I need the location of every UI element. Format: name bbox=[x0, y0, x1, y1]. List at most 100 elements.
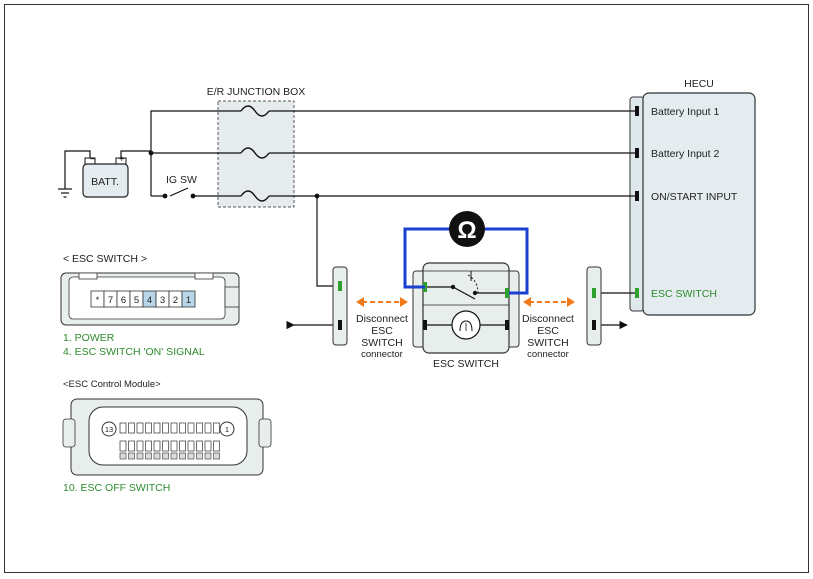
module-pin bbox=[119, 452, 127, 460]
hecu-label: HECU bbox=[684, 78, 714, 90]
connector-pin: 3 bbox=[155, 290, 170, 308]
ohm-icon bbox=[449, 211, 485, 247]
module-pin bbox=[119, 440, 127, 452]
pin-signal-label: 4. ESC SWITCH 'ON' SIGNAL bbox=[63, 346, 205, 358]
left-connector bbox=[332, 266, 348, 346]
module-pin bbox=[128, 440, 135, 452]
fuse-icon bbox=[240, 147, 270, 159]
module-pin bbox=[204, 452, 212, 460]
connector-pin: 1 bbox=[181, 290, 196, 308]
junction-dot bbox=[314, 193, 320, 199]
module-pin bbox=[170, 452, 178, 460]
module-pin bbox=[204, 440, 212, 452]
disconnect-arrow-left bbox=[356, 297, 408, 307]
battery: − + BATT. bbox=[82, 154, 129, 198]
module-pin bbox=[170, 422, 178, 434]
fuse-icon bbox=[240, 105, 270, 117]
connector-pin: 2 bbox=[168, 290, 183, 308]
module-pin-13-label: 13 bbox=[105, 425, 113, 434]
hecu-module: HECU Battery Input 1 Battery Input 2 ON/… bbox=[629, 78, 756, 316]
module-pin bbox=[153, 440, 161, 452]
module-pin bbox=[162, 440, 169, 452]
esc-module-header: <ESC Control Module> bbox=[63, 379, 161, 390]
module-pin bbox=[136, 452, 144, 460]
svg-text:7: 7 bbox=[108, 295, 113, 306]
module-pin bbox=[128, 422, 135, 434]
on-start-input-label: ON/START INPUT bbox=[651, 191, 738, 203]
ohmmeter: Ω bbox=[403, 211, 529, 295]
hecu-terminal bbox=[635, 106, 639, 116]
ohm-symbol: Ω bbox=[457, 217, 476, 244]
svg-text:SWITCH: SWITCH bbox=[527, 337, 568, 349]
svg-text:Disconnect: Disconnect bbox=[356, 313, 408, 325]
svg-text:connector: connector bbox=[527, 349, 569, 360]
esc-switch-caption: ESC SWITCH bbox=[433, 358, 499, 370]
svg-text:ESC: ESC bbox=[537, 325, 559, 337]
junction-dot bbox=[148, 150, 154, 156]
module-pin bbox=[179, 440, 186, 452]
module-pin bbox=[179, 422, 186, 434]
junction-box: E/R JUNCTION BOX bbox=[207, 86, 305, 208]
esc-switch-body bbox=[412, 262, 520, 354]
module-pin bbox=[162, 422, 169, 434]
right-connector bbox=[586, 266, 602, 346]
disconnect-arrow-right bbox=[523, 297, 575, 307]
wiring-diagram: HECU Battery Input 1 Battery Input 2 ON/… bbox=[58, 78, 756, 494]
ig-switch-contact bbox=[162, 193, 168, 199]
esc-switch-pin-label: ESC SWITCH bbox=[651, 288, 717, 300]
fuse-icon bbox=[240, 190, 270, 202]
svg-text:3: 3 bbox=[160, 295, 165, 306]
connector-pin: 7 bbox=[103, 290, 118, 308]
module-pin bbox=[187, 452, 195, 460]
module-pin bbox=[153, 422, 161, 434]
svg-text:ESC: ESC bbox=[371, 325, 393, 337]
battery-input-1-label: Battery Input 1 bbox=[651, 106, 719, 118]
module-pin bbox=[128, 452, 135, 460]
module-pin bbox=[213, 452, 220, 460]
module-pin bbox=[119, 422, 127, 434]
module-pin bbox=[196, 440, 203, 452]
module-pin bbox=[204, 422, 212, 434]
pin-power-label: 1. POWER bbox=[63, 332, 115, 344]
module-pin bbox=[213, 440, 220, 452]
pin-off-switch-label: 10. ESC OFF SWITCH bbox=[63, 482, 170, 494]
svg-text:+: + bbox=[119, 154, 125, 165]
svg-text:2: 2 bbox=[173, 295, 178, 306]
ig-switch-label: IG SW bbox=[166, 174, 197, 186]
svg-text:Disconnect: Disconnect bbox=[522, 313, 574, 325]
esc-control-module-drawing: 13 1 bbox=[62, 398, 272, 476]
disconnect-note-right: Disconnect ESC SWITCH connector bbox=[522, 313, 574, 360]
module-pin bbox=[196, 422, 203, 434]
battery-label: BATT. bbox=[91, 176, 119, 188]
module-pin bbox=[145, 440, 152, 452]
svg-text:5: 5 bbox=[134, 295, 139, 306]
svg-text:SWITCH: SWITCH bbox=[361, 337, 402, 349]
diagram-frame: HECU Battery Input 1 Battery Input 2 ON/… bbox=[4, 4, 809, 573]
disconnect-note-left: Disconnect ESC SWITCH connector bbox=[356, 313, 408, 360]
module-pin-1-label: 1 bbox=[225, 425, 229, 434]
connector-pin: 5 bbox=[129, 290, 144, 308]
connector-pin: 4 bbox=[142, 290, 157, 308]
battery-input-2-label: Battery Input 2 bbox=[651, 148, 719, 160]
module-pin bbox=[145, 422, 152, 434]
svg-text:4: 4 bbox=[147, 295, 152, 306]
module-pin bbox=[179, 452, 186, 460]
ig-switch-contact bbox=[190, 193, 196, 199]
svg-text:1: 1 bbox=[186, 295, 191, 306]
connector-pin: 6 bbox=[116, 290, 131, 308]
svg-text:*: * bbox=[96, 295, 100, 306]
module-pin bbox=[162, 452, 169, 460]
module-pin bbox=[136, 440, 144, 452]
hecu-terminal bbox=[635, 288, 639, 298]
esc-switch-header: < ESC SWITCH > bbox=[63, 253, 147, 265]
module-pin bbox=[170, 440, 178, 452]
module-pin bbox=[213, 422, 220, 434]
svg-text:−: − bbox=[90, 154, 96, 165]
module-pin bbox=[187, 422, 195, 434]
connector-pin: * bbox=[90, 290, 105, 308]
module-pin bbox=[153, 452, 161, 460]
module-pin bbox=[196, 452, 203, 460]
module-pin bbox=[136, 422, 144, 434]
svg-text:6: 6 bbox=[121, 295, 126, 306]
